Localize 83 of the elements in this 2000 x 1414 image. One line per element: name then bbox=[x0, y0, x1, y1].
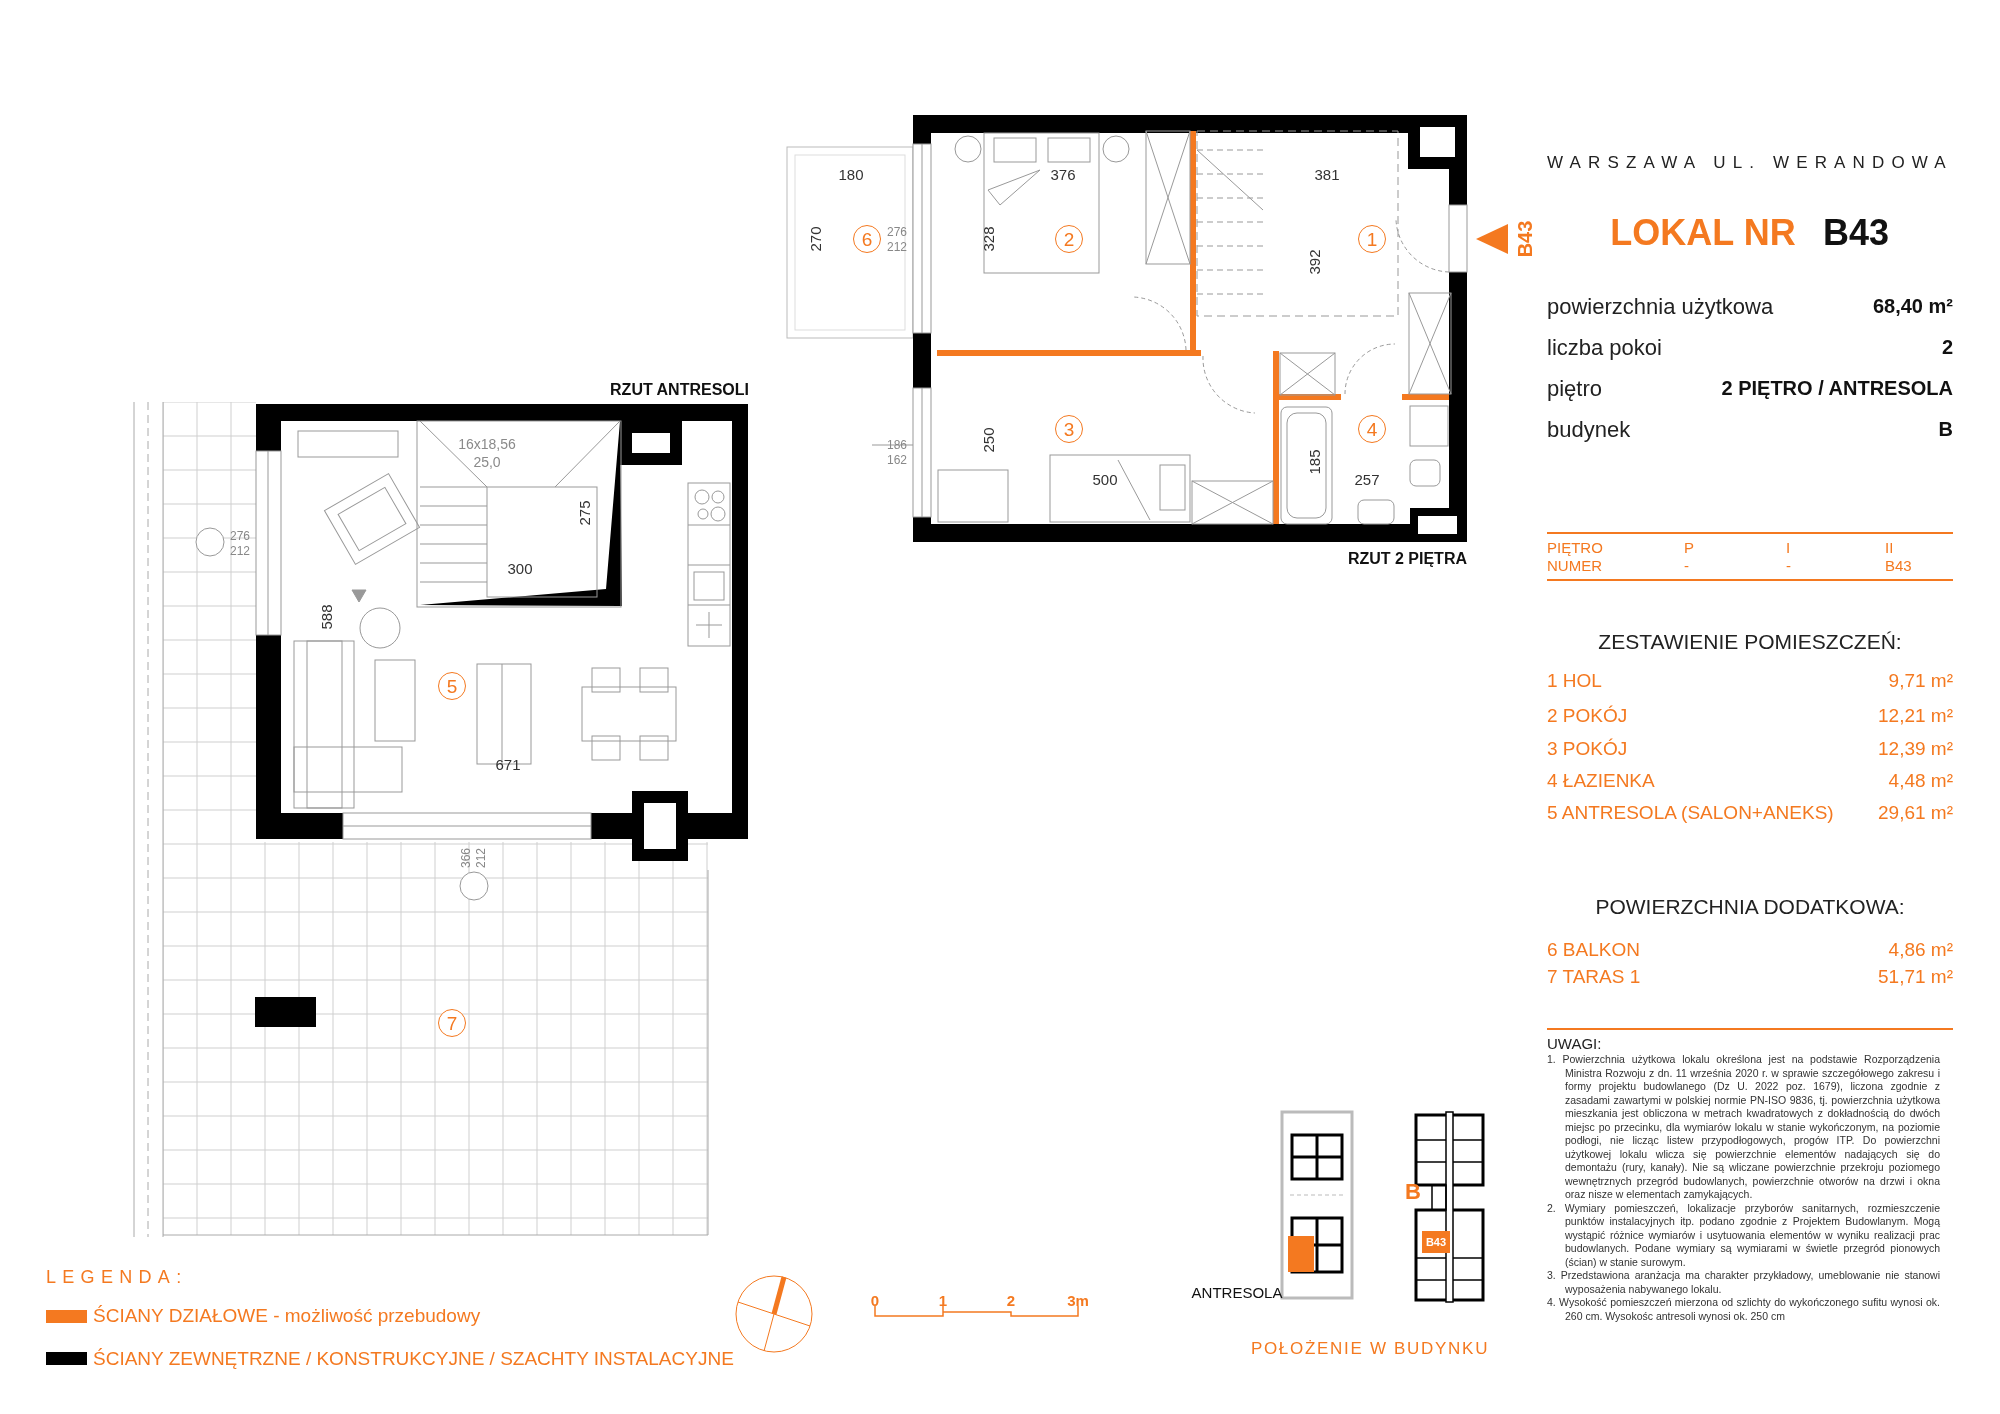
property-value: B bbox=[1938, 417, 1953, 442]
room-number: 1 bbox=[1366, 229, 1378, 249]
room-number: 7 bbox=[446, 1013, 458, 1033]
room-name: 7 TARAS 1 bbox=[1547, 964, 1641, 989]
room-area: 4,86 m² bbox=[1888, 935, 1953, 965]
note-text: 3. Przedstawiona aranżacja ma charakter przykładowy, umeblowanie nie stanowi wyposażenia nabywanego lokalu. bbox=[1547, 1269, 1940, 1296]
position-caption: POŁOŻENIE W BUDYNKU bbox=[1250, 1338, 1490, 1361]
room-area: 12,39 m² bbox=[1878, 734, 1953, 764]
plan-title: RZUT 2 PIĘTRA bbox=[1347, 549, 1467, 569]
window-size-label: 276 bbox=[230, 530, 250, 542]
scale-label: 1 bbox=[938, 1290, 948, 1311]
dimension-label: 250 bbox=[978, 427, 998, 453]
table-cell-text: NUMER bbox=[1547, 556, 1602, 576]
table-cell-text: B43 bbox=[1885, 555, 1912, 576]
dimension-label: 180 bbox=[838, 164, 864, 185]
unit-marker-label: B43 bbox=[1425, 1234, 1447, 1250]
dimension-label: 185 bbox=[1304, 449, 1324, 475]
notes-heading: UWAGI: bbox=[1547, 1034, 1602, 1054]
property-label: liczba pokoi bbox=[1547, 333, 1662, 362]
dimension-label: 300 bbox=[507, 558, 533, 579]
room-number: 4 bbox=[1366, 419, 1378, 439]
stair-label: 16x18,56 bbox=[458, 434, 516, 454]
room-name: 3 POKÓJ bbox=[1547, 736, 1628, 761]
address-text: WARSZAWA UL. WERANDOWA bbox=[1547, 152, 1953, 174]
room-area: 12,21 m² bbox=[1878, 701, 1953, 731]
room-area: 29,61 m² bbox=[1878, 798, 1953, 828]
room-number: 6 bbox=[861, 229, 873, 249]
dimension-label: 328 bbox=[978, 226, 998, 252]
dimension-label: 671 bbox=[495, 754, 521, 775]
property-label: budynek bbox=[1547, 415, 1631, 444]
scale-label: 2 bbox=[1006, 1290, 1016, 1311]
room-name: 6 BALKON bbox=[1547, 937, 1640, 962]
dimension-label: 270 bbox=[805, 226, 825, 252]
legend-text: ŚCIANY ZEWNĘTRZNE / KONSTRUKCYJNE / SZACHTY INSTALACYJNE bbox=[93, 1346, 734, 1371]
room-number: 3 bbox=[1063, 419, 1075, 439]
dimension-label: 588 bbox=[316, 604, 336, 630]
legend-title: LEGENDA: bbox=[46, 1266, 188, 1289]
dimension-label: 376 bbox=[1050, 164, 1076, 185]
floor-caption: ANTRESOLA bbox=[1191, 1282, 1283, 1303]
note-text: 4. Wysokość pomieszczeń mierzona od szlichty do wykończonego sufitu wynosi ok. 260 cm. Wysokośc antresoli wynosi ok. 250 cm bbox=[1547, 1296, 1940, 1323]
room-name: 1 HOL bbox=[1547, 668, 1602, 693]
building-letter: B bbox=[1405, 1177, 1421, 1206]
property-value: 2 PIĘTRO / ANTRESOLA bbox=[1721, 376, 1953, 401]
window-size-label: 366 bbox=[460, 848, 472, 868]
window-size-label: 162 bbox=[887, 454, 907, 466]
window-size-label: 186 bbox=[887, 439, 907, 451]
property-label: powierzchnia użytkowa bbox=[1547, 292, 1774, 321]
stair-label: 25,0 bbox=[473, 452, 501, 472]
table-cell-text: - bbox=[1684, 555, 1689, 576]
dimension-label: 257 bbox=[1354, 469, 1380, 490]
scale-label: 0 bbox=[870, 1290, 880, 1311]
window-size-label: 212 bbox=[230, 545, 250, 557]
unit-number: B43 bbox=[1823, 211, 1889, 255]
table-cell-text: II bbox=[1885, 537, 1894, 558]
dimension-label: 392 bbox=[1304, 249, 1324, 275]
property-value: 2 bbox=[1941, 335, 1953, 360]
dimension-label: 275 bbox=[574, 500, 594, 526]
unit-heading: LOKAL NR bbox=[1610, 211, 1796, 255]
plan-title: RZUT ANTRESOLI bbox=[610, 380, 749, 400]
property-label: piętro bbox=[1547, 374, 1603, 403]
entrance-label: B43 bbox=[1513, 220, 1537, 258]
room-number: 2 bbox=[1063, 229, 1075, 249]
table-cell-text: P bbox=[1684, 537, 1694, 558]
scale-label: 3m bbox=[1067, 1290, 1089, 1311]
table-cell-text: - bbox=[1786, 555, 1791, 576]
dimension-label: 500 bbox=[1092, 469, 1118, 490]
room-area: 51,71 m² bbox=[1878, 962, 1953, 992]
room-name: 2 POKÓJ bbox=[1547, 703, 1628, 728]
dimension-label: 381 bbox=[1314, 164, 1340, 185]
window-size-label: 212 bbox=[475, 848, 487, 868]
room-area: 4,48 m² bbox=[1888, 766, 1953, 796]
room-name: 4 ŁAZIENKA bbox=[1547, 768, 1655, 793]
room-number: 5 bbox=[446, 676, 458, 696]
legend-text: ŚCIANY DZIAŁOWE - możliwość przebudowy bbox=[93, 1304, 481, 1328]
table-cell-text: I bbox=[1786, 537, 1791, 558]
property-value: 68,40 m² bbox=[1872, 294, 1953, 319]
note-text: 1. Powierzchnia użytkowa lokalu określona jest na podstawie Rozporządzenia Ministra Rozwoju z dn. 11 września 2020 r. w sprawie szczegółowego zakresu i formy projektu budowlanego (Dz U. 2022 poz. 1679), liczona zgodnie z zasadami zawartymi w polskiej normie PN-ISO 9836, tj. powierzchnia użytkowa mieszkania jest obliczona w metrach kwadratowych z dokładnością do dwóch miejsc po przecinku, dla wymiarów lokalu w stanie wykończonym, na poziomie podłogi, nie licząc listew przypodłogowych, progów ITP. Do powierzchni użytkowej lokalu wlicza się powierzchnie elementów nadających się do demontażu (rury, kanały). Nie są wliczane powierzchnie przekroju poziomego wewnętrznych przegród budowlanych, powierzchnie otworów na drzwi i okna oraz nisze w elementach zamykających. bbox=[1547, 1053, 1940, 1202]
section-heading: POWIERZCHNIA DODATKOWA: bbox=[1595, 894, 1905, 921]
table-cell-text: PIĘTRO bbox=[1547, 537, 1603, 558]
note-text: 2. Wymiary pomieszczeń, lokalizacje przyborów sanitarnych, rozmieszczenie punktów instalacyjnych itp. podano zgodnie z Projektem Budowlanym. Mogą wystąpić różnice wymiarów i usytuowania elementów w wyniku realizacji prac budowlanych. Podane wymiary są wymiarami w świetle przegród pionowych (ścian) w stanie surowym. bbox=[1547, 1201, 1940, 1269]
room-area: 9,71 m² bbox=[1888, 666, 1953, 696]
room-name: 5 ANTRESOLA (SALON+ANEKS) bbox=[1547, 800, 1834, 825]
section-heading: ZESTAWIENIE POMIESZCZEŃ: bbox=[1598, 629, 1902, 656]
